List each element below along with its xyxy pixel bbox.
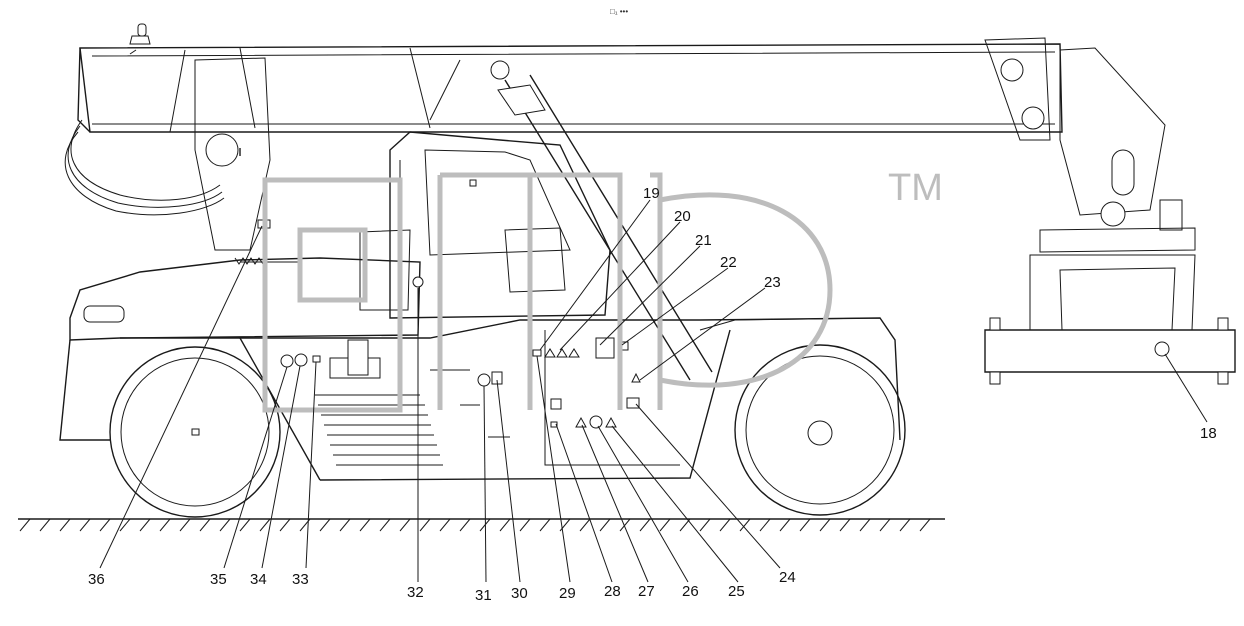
callout-22: 22 (720, 254, 737, 271)
decal-27-symbol (575, 416, 587, 428)
callout-30: 30 (511, 585, 528, 602)
callout-leader-lines (99, 199, 1208, 583)
callout-31: 31 (475, 587, 492, 604)
decal-symbols (280, 276, 1170, 429)
callout-34: 34 (250, 571, 267, 588)
callout-26: 26 (682, 583, 699, 600)
boom-hoses (64, 119, 225, 216)
header-mark: □₁ ••• (610, 7, 628, 16)
front-wheel (699, 317, 906, 516)
decal-29-symbol (532, 349, 542, 357)
ground-line (18, 518, 945, 532)
callout-23: 23 (764, 274, 781, 291)
decal-warning-row (544, 348, 580, 358)
callout-labels: 18 19 20 21 22 23 24 25 26 27 28 29 30 3… (88, 185, 1217, 604)
decal-32-symbol (412, 276, 424, 288)
callout-25: 25 (728, 583, 745, 600)
callout-32: 32 (407, 584, 424, 601)
decal-29b-symbol (550, 421, 558, 428)
callout-28: 28 (604, 583, 621, 600)
rear-wheel (109, 346, 281, 518)
decal-26-symbol (589, 415, 603, 429)
decal-33-symbol (312, 355, 321, 363)
watermark-trademark: TM (888, 167, 943, 209)
decal-18-symbol (1154, 341, 1170, 357)
decal-28-symbol (550, 398, 562, 410)
callout-18: 18 (1200, 425, 1217, 442)
decal-34-symbol (294, 353, 308, 367)
callout-29: 29 (559, 585, 576, 602)
callout-19: 19 (643, 185, 660, 202)
callout-27: 27 (638, 583, 655, 600)
callout-36: 36 (88, 571, 105, 588)
decal-24-symbol (626, 397, 640, 409)
callout-35: 35 (210, 571, 227, 588)
decal-23-symbol (631, 372, 641, 383)
chassis-frame (59, 317, 901, 481)
telescopic-boom (77, 23, 1063, 141)
decal-31-symbol (477, 373, 491, 387)
callout-21: 21 (695, 232, 712, 249)
callout-33: 33 (292, 571, 309, 588)
decal-25-symbol (605, 416, 617, 428)
decal-21-panel (595, 337, 615, 359)
watermark-logo: TM (262, 167, 943, 413)
callout-24: 24 (779, 569, 796, 586)
callout-20: 20 (674, 208, 691, 225)
decal-35-symbol (280, 354, 294, 368)
rear-view (984, 47, 1236, 385)
counterweight (69, 257, 421, 341)
boom-pivot-tower (194, 57, 271, 251)
